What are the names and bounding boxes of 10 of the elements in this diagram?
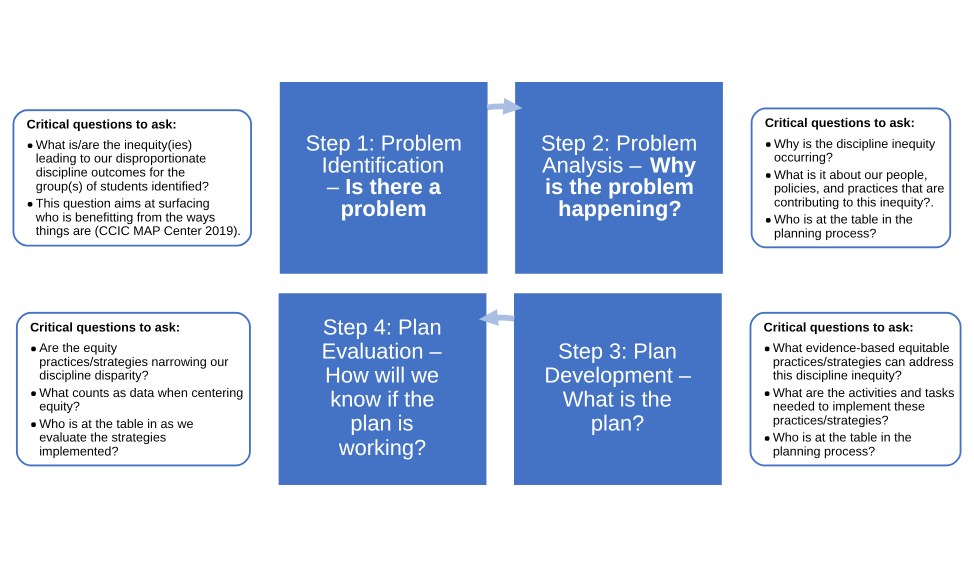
node-box: Critical questions to ask: What is/are the inequity(ies) leading to our disproportionate discipline outcomes for the group(s) of students identified? This question aims at surfacing who is benefitting from the ways things are (CCIC MAP Center 2019).	[12, 108, 252, 246]
node-box: Step 4: Plan Evaluation – How will we know if the plan is working?	[278, 292, 486, 484]
node-box: Step 2: Problem Analysis – Why is the problem happening?	[515, 82, 723, 274]
arrow	[486, 97, 523, 114]
arrow	[478, 308, 515, 326]
node-box: Critical questions to ask: What evidence-based equitable practices/strategies can address this discipline inequity? What are the activities and tasks needed to implement these practices/strategies? Who is at the table in the planning process?	[750, 311, 962, 466]
node-box: Critical questions to ask: Are the equity practices/strategies narrowing our discipline disparity? What counts as data when centering equity? Who is at the table in as we evaluate the strategies implemented?	[16, 311, 251, 466]
node-box: Step 1: Problem Identification – Is there a problem	[280, 82, 488, 274]
node-box: Step 3: Plan Development – What is the plan?	[514, 292, 722, 484]
node-box: Critical questions to ask: Why is the discipline inequity occurring? What is it about our people, policies, and practices that are contributing to this inequity?. Who is at the table in the planning process?	[750, 107, 952, 248]
